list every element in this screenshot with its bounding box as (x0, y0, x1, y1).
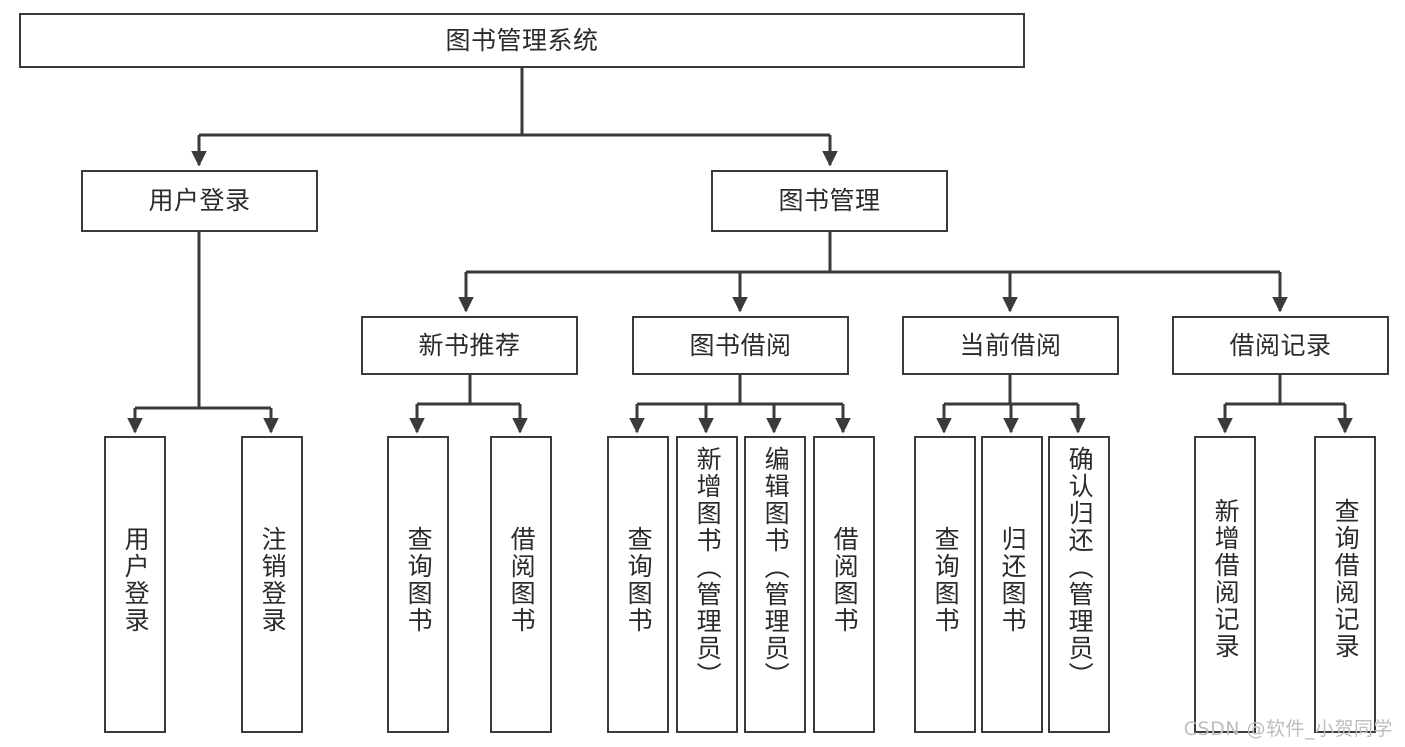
leaf-borrow-record-query-record[interactable]: 查询借阅记录 (1314, 436, 1376, 733)
watermark-text: CSDN @软件_小贺同学 (1183, 718, 1393, 740)
leaf-book-borrow-edit-book-admin[interactable]: 编辑图书（管理员） (744, 436, 806, 733)
node-label: 查询图书 (404, 526, 434, 634)
node-label: 编辑图书（管理员） (761, 446, 791, 689)
node-label: 确认归还（管理员） (1065, 446, 1095, 689)
node-book-management[interactable]: 图书管理 (711, 170, 948, 232)
node-current-borrow[interactable]: 当前借阅 (902, 316, 1119, 375)
leaf-new-book-borrow-book[interactable]: 借阅图书 (490, 436, 552, 733)
node-label: 图书借阅 (689, 330, 792, 360)
node-new-book-recommend[interactable]: 新书推荐 (361, 316, 578, 375)
node-borrow-record[interactable]: 借阅记录 (1172, 316, 1389, 375)
node-label: 查询图书 (624, 526, 654, 634)
leaf-book-borrow-borrow-book[interactable]: 借阅图书 (813, 436, 875, 733)
node-book-borrow[interactable]: 图书借阅 (632, 316, 849, 375)
node-label: 借阅记录 (1229, 330, 1332, 360)
node-label: 新增借阅记录 (1211, 498, 1241, 660)
leaf-user-login-logout[interactable]: 注销登录 (241, 436, 303, 733)
leaf-user-login-login[interactable]: 用户登录 (104, 436, 166, 733)
leaf-new-book-query-book[interactable]: 查询图书 (387, 436, 449, 733)
leaf-current-borrow-return-book[interactable]: 归还图书 (981, 436, 1043, 733)
node-label: 当前借阅 (959, 330, 1062, 360)
node-label: 用户登录 (148, 186, 251, 216)
node-label: 用户登录 (121, 526, 151, 634)
leaf-current-borrow-query-book[interactable]: 查询图书 (914, 436, 976, 733)
node-user-login[interactable]: 用户登录 (81, 170, 318, 232)
node-label: 新增图书（管理员） (693, 446, 723, 689)
node-label: 新书推荐 (418, 330, 521, 360)
node-label: 注销登录 (258, 526, 288, 634)
node-root-book-management-system[interactable]: 图书管理系统 (19, 13, 1025, 68)
leaf-borrow-record-add-record[interactable]: 新增借阅记录 (1194, 436, 1256, 733)
node-label: 查询借阅记录 (1331, 498, 1361, 660)
node-label: 归还图书 (998, 526, 1028, 634)
node-label: 查询图书 (931, 526, 961, 634)
node-label: 借阅图书 (830, 526, 860, 634)
leaf-book-borrow-add-book-admin[interactable]: 新增图书（管理员） (676, 436, 738, 733)
node-label: 图书管理 (778, 186, 881, 216)
node-label: 借阅图书 (507, 526, 537, 634)
node-label: 图书管理系统 (445, 25, 599, 55)
leaf-current-borrow-confirm-return-admin[interactable]: 确认归还（管理员） (1048, 436, 1110, 733)
leaf-book-borrow-query-book[interactable]: 查询图书 (607, 436, 669, 733)
